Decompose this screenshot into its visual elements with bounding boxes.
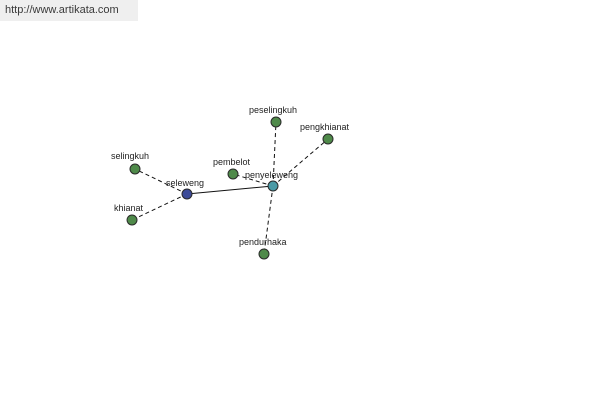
node-label-khianat[interactable]: khianat [114, 203, 144, 213]
node-dot-pendurhaka[interactable] [258, 248, 270, 260]
node-label-penyeleweng[interactable]: penyeleweng [245, 170, 298, 180]
node-seleweng[interactable]: seleweng [166, 178, 204, 200]
nodes-layer: seleweng penyeleweng selingkuh khianat pembe… [111, 105, 350, 260]
node-label-seleweng[interactable]: seleweng [166, 178, 204, 188]
node-dot-peselingkuh[interactable] [270, 116, 282, 128]
node-pengkhianat[interactable]: pengkhianat [300, 122, 350, 145]
edge-penyeleweng-peselingkuh [272, 121, 277, 187]
node-dot-pembelot[interactable] [227, 168, 239, 180]
node-label-pengkhianat[interactable]: pengkhianat [300, 122, 350, 132]
node-dot-khianat[interactable] [126, 214, 138, 226]
node-dot-selingkuh[interactable] [129, 163, 141, 175]
node-penyeleweng[interactable]: penyeleweng [245, 170, 298, 192]
node-pembelot[interactable]: pembelot [213, 157, 251, 180]
source-url-banner[interactable]: http://www.artikata.com [0, 0, 138, 21]
node-label-peselingkuh[interactable]: peselingkuh [249, 105, 297, 115]
node-dot-penyeleweng[interactable] [267, 180, 279, 192]
node-dot-pengkhianat[interactable] [322, 133, 334, 145]
edge-penyeleweng-pendurhaka [263, 185, 274, 255]
edge-seleweng-khianat [131, 193, 188, 221]
node-pendurhaka[interactable]: pendurhaka [239, 237, 287, 260]
node-dot-seleweng[interactable] [181, 188, 193, 200]
node-label-selingkuh[interactable]: selingkuh [111, 151, 149, 161]
node-selingkuh[interactable]: selingkuh [111, 151, 149, 175]
edge-seleweng-selingkuh [134, 168, 188, 195]
node-label-pembelot[interactable]: pembelot [213, 157, 251, 167]
edge-penyeleweng-pengkhianat [272, 138, 329, 187]
edge-seleweng-penyeleweng [186, 185, 274, 195]
node-label-pendurhaka[interactable]: pendurhaka [239, 237, 287, 247]
node-khianat[interactable]: khianat [114, 203, 144, 226]
node-peselingkuh[interactable]: peselingkuh [249, 105, 297, 128]
edges-layer [131, 121, 329, 255]
